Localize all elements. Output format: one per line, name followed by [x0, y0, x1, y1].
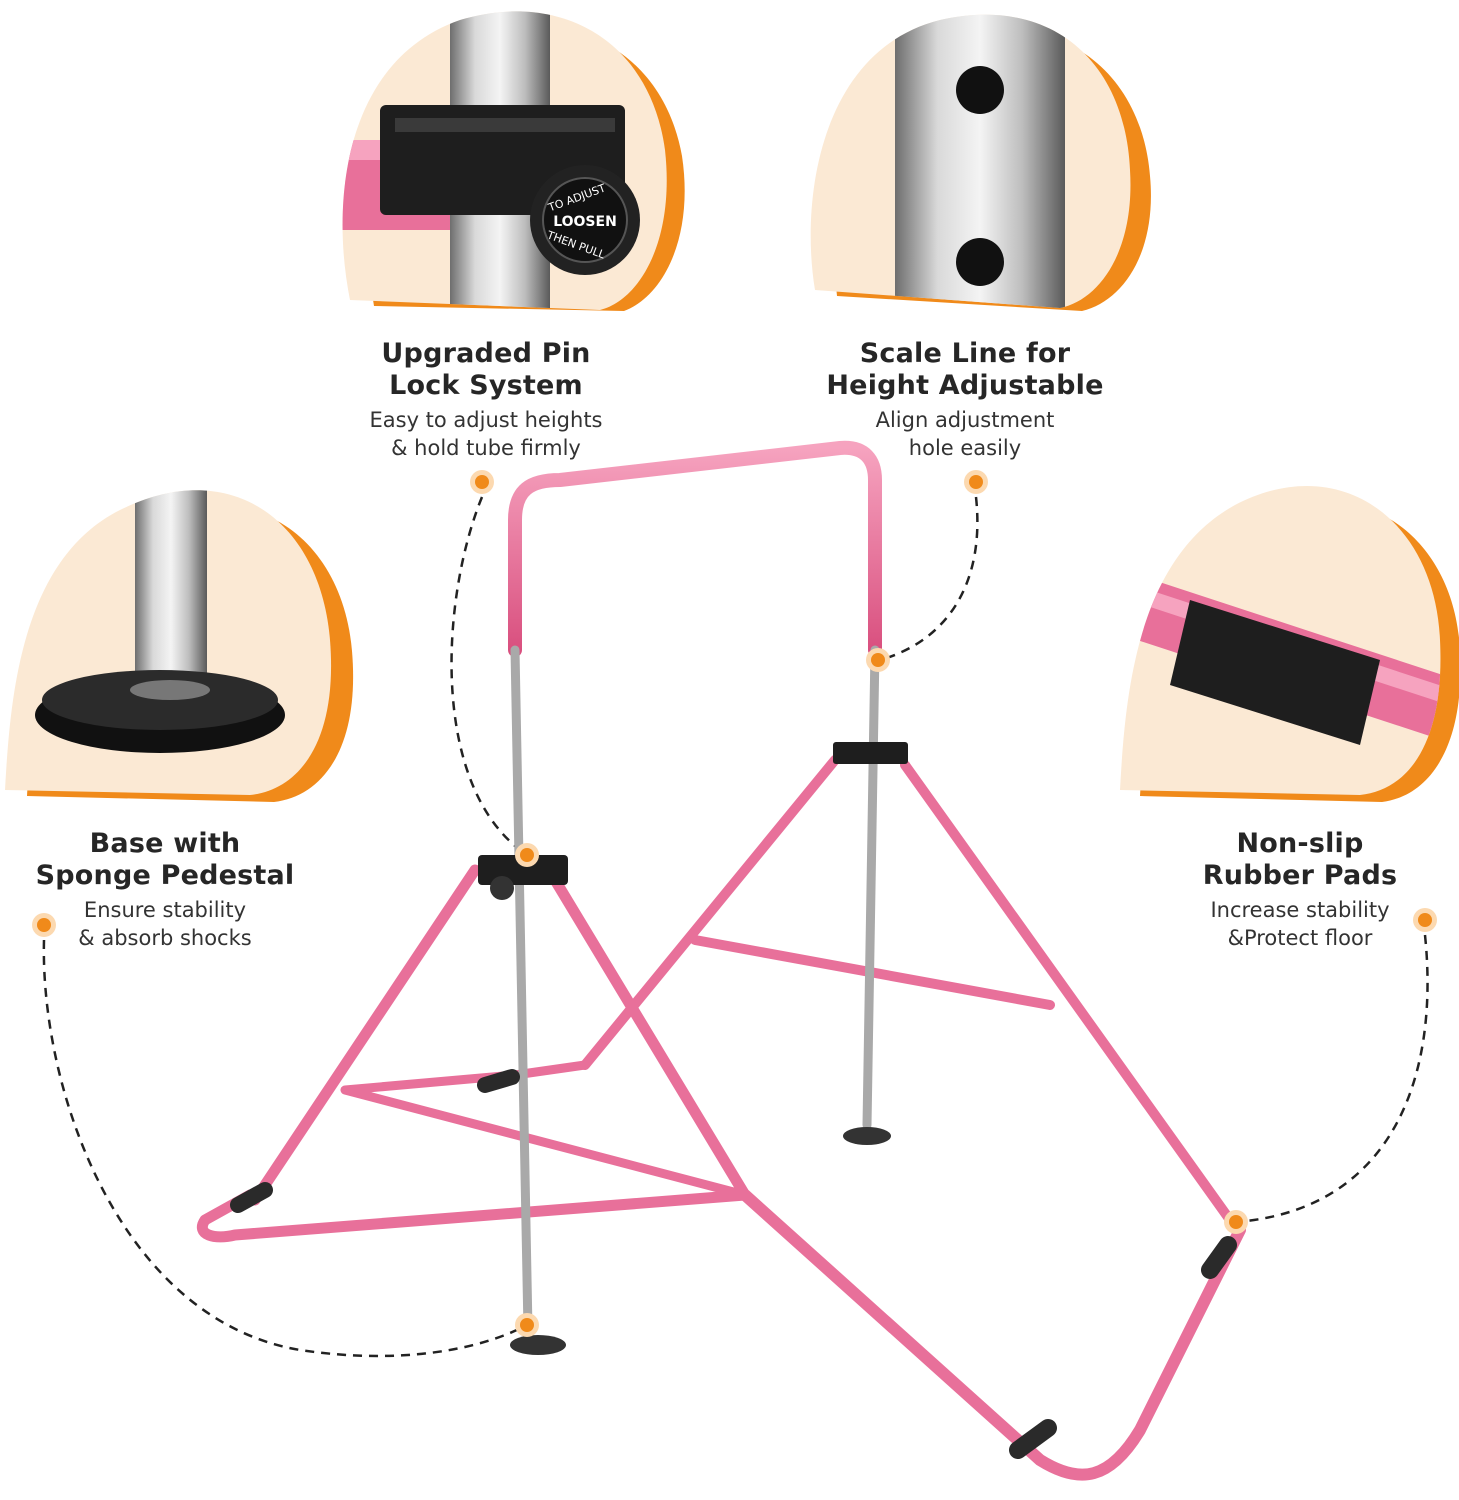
pin-lock-callout-line — [450, 496, 528, 857]
feature-pin-lock: Upgraded Pin Lock System Easy to adjust … — [336, 338, 636, 462]
feature-description: Easy to adjust heights & hold tube firml… — [369, 408, 603, 460]
base-callout-line — [42, 939, 528, 1358]
callout-dot-icon — [1413, 908, 1437, 932]
feature-title: Non-slip Rubber Pads — [1202, 828, 1398, 891]
feature-rubber-pads: Non-slip Rubber Pads Increase stability … — [1160, 828, 1440, 952]
feature-title: Scale Line for Height Adjustable — [826, 338, 1104, 401]
feature-scale-line: Scale Line for Height Adjustable Align a… — [810, 338, 1120, 462]
rubber-pads-detail-bubble — [1120, 485, 1459, 802]
gymnastics-bar — [197, 440, 1246, 1481]
callout-dot-icon — [470, 470, 494, 494]
pin-lock-detail-bubble: TO ADJUST LOOSEN THEN PULL — [342, 11, 685, 312]
scale-line-callout-line — [879, 496, 979, 662]
callout-dot-icon — [515, 843, 539, 867]
feature-description: Ensure stability & absorb shocks — [78, 898, 252, 950]
callout-dot-icon — [964, 470, 988, 494]
callout-lines — [42, 496, 1429, 1358]
knob-text-center: LOOSEN — [553, 214, 617, 230]
feature-title: Base with Sponge Pedestal — [35, 828, 295, 891]
rubber-pads-callout-line — [1235, 934, 1429, 1224]
callout-dot-icon — [515, 1313, 539, 1337]
feature-description: Increase stability &Protect floor — [1210, 898, 1390, 950]
callout-dots — [32, 470, 1437, 1337]
callout-dot-icon — [32, 913, 56, 937]
feature-title: Upgraded Pin Lock System — [381, 338, 591, 401]
callout-dot-icon — [866, 648, 890, 672]
base-detail-bubble — [5, 490, 354, 802]
feature-base: Base with Sponge Pedestal Ensure stabili… — [20, 828, 310, 952]
callout-dot-icon — [1224, 1210, 1248, 1234]
feature-description: Align adjustment hole easily — [875, 408, 1055, 460]
scale-line-detail-bubble — [810, 14, 1151, 312]
